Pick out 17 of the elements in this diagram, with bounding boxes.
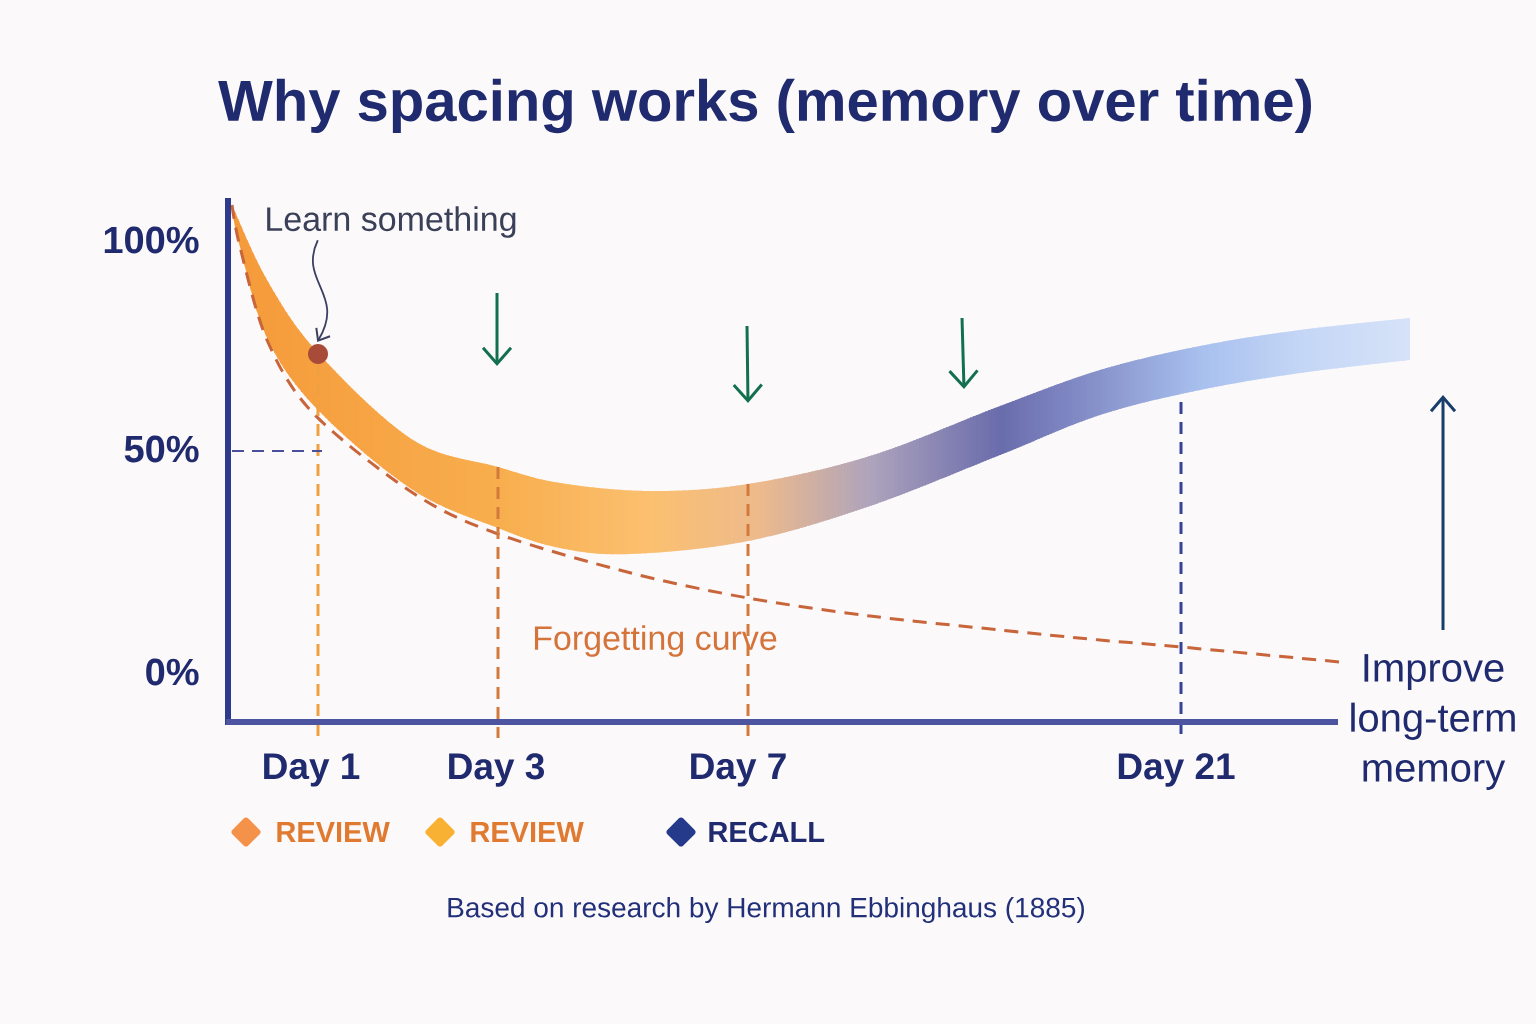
caption: Based on research by Hermann Ebbinghaus (1885) (448, 896, 1084, 924)
legend-text: REVIEW (471, 822, 584, 842)
annotation-text: Improve long-term memory (1351, 654, 1515, 790)
tick-label: Day 21 (1118, 753, 1235, 787)
marker-dot (308, 344, 328, 364)
tick-label: 100% (104, 226, 199, 254)
tick-label: Day 7 (691, 753, 786, 787)
annotation-text: Learn something (267, 206, 516, 238)
title: Why spacing works (memory over time) (218, 78, 1311, 134)
tick-label: Day 1 (264, 753, 360, 787)
tick-label: Day 3 (449, 753, 544, 787)
tick-label: 50% (124, 435, 199, 463)
legend-text: REVIEW (277, 822, 390, 842)
tick-label: 0% (146, 658, 199, 686)
curve-label: Forgetting curve (534, 625, 777, 657)
legend-text: RECALL (709, 821, 825, 843)
leader-arrow (312, 239, 332, 343)
